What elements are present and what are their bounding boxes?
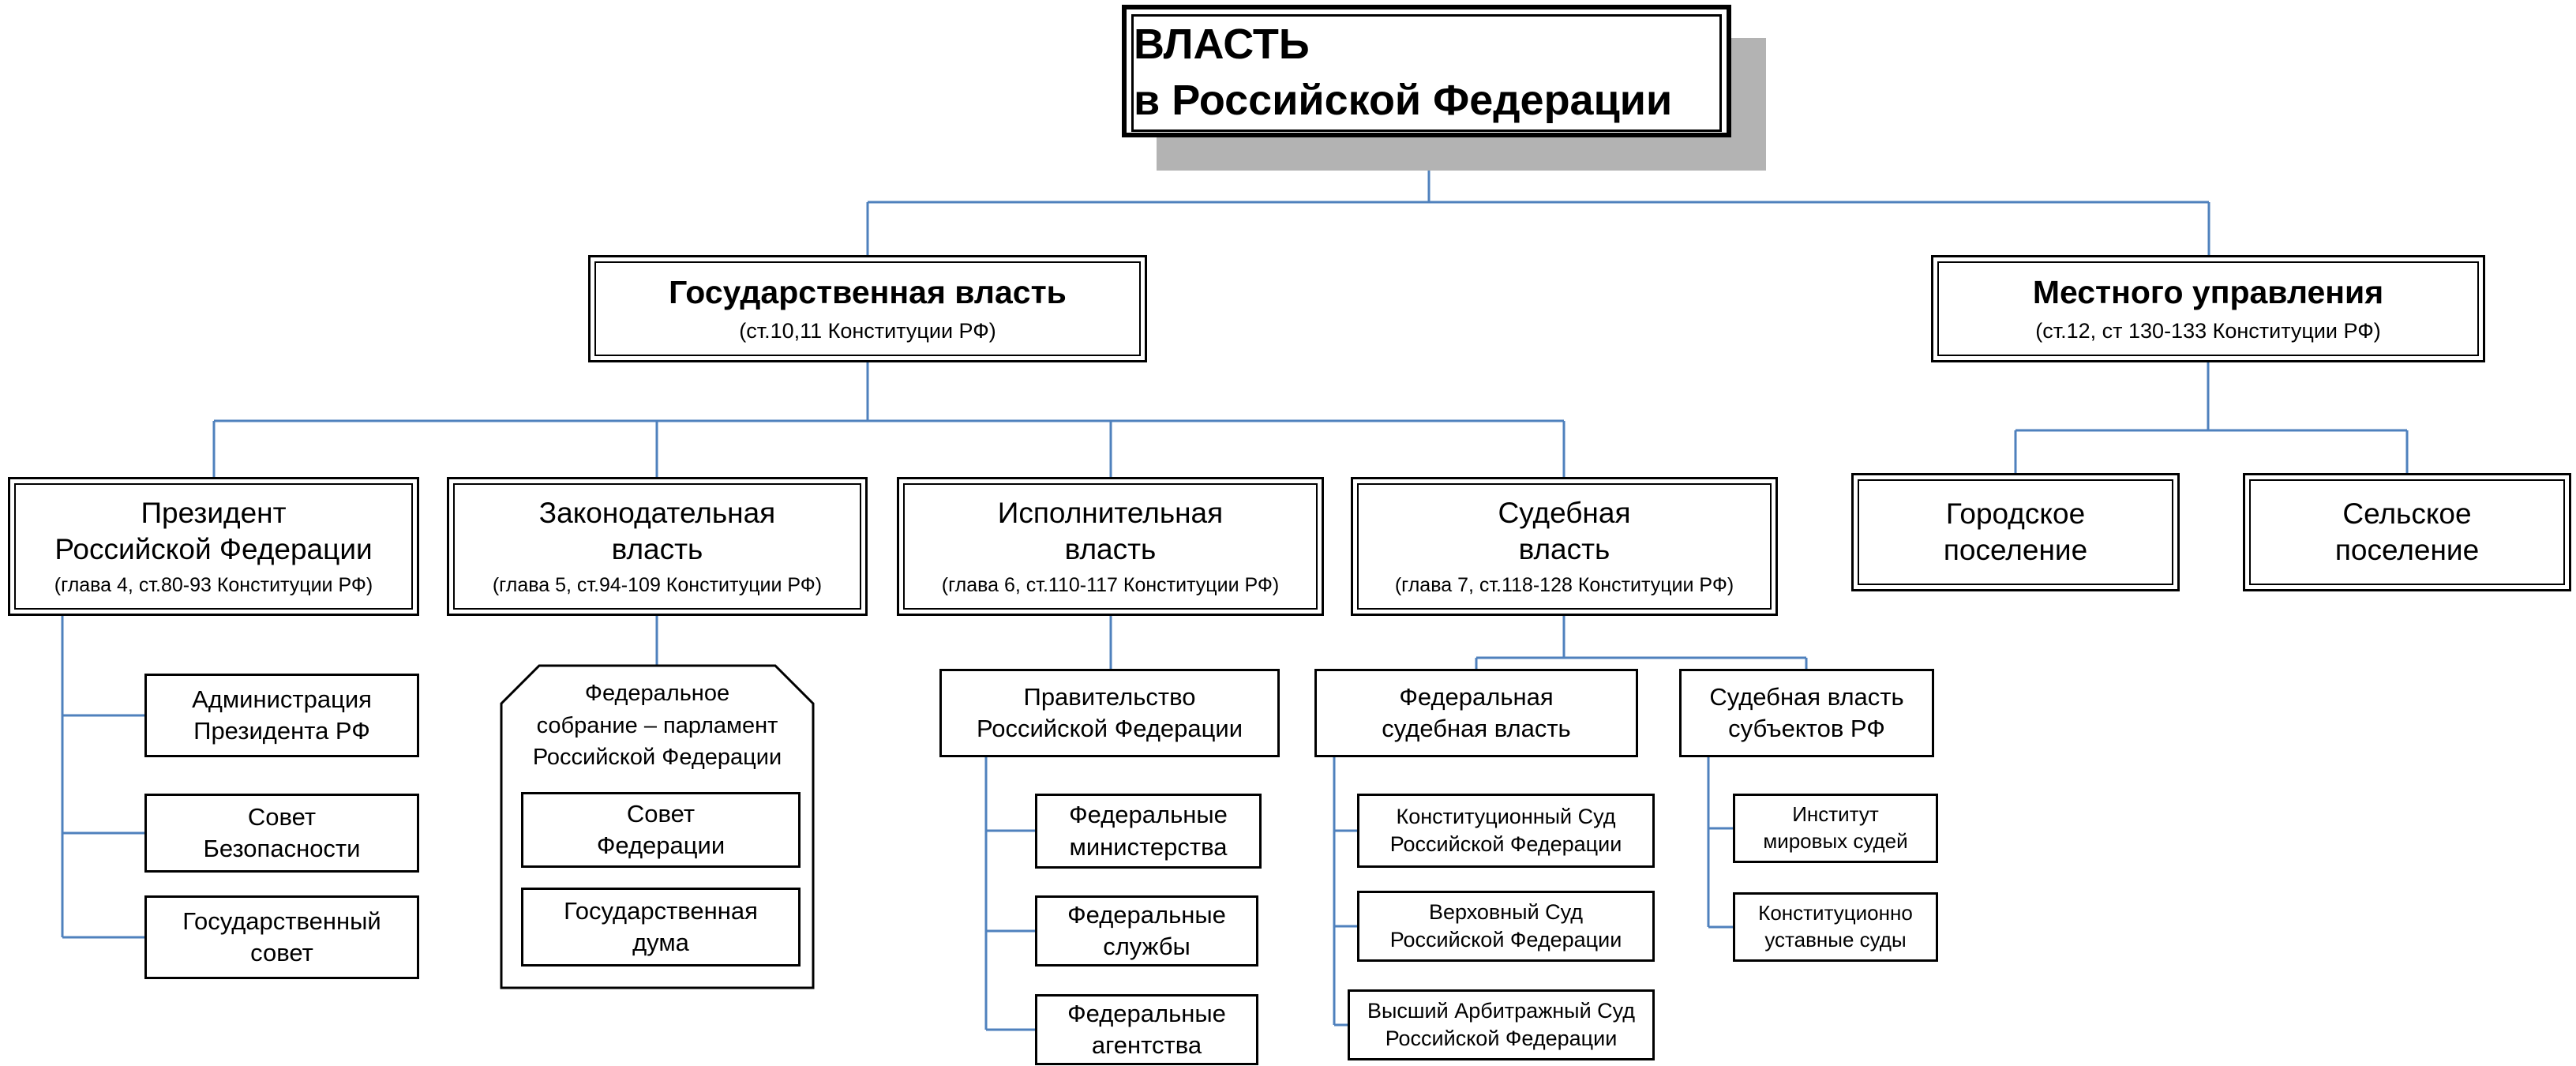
urban-settlement-box: Городское поселение <box>1851 473 2180 591</box>
rural-settlement-box: Сельское поселение <box>2243 473 2571 591</box>
executive-label: Исполнительная власть <box>997 497 1224 566</box>
urban-settlement-label: Городское поселение <box>1943 497 2088 566</box>
state-council-box: Государственный совет <box>144 895 419 979</box>
magistrate-judges-box: Институт мировых судей <box>1733 794 1938 863</box>
federal-agencies-box: Федеральные агентства <box>1035 994 1258 1065</box>
state-power-label: Государственная власть <box>669 274 1067 311</box>
constitutional-court-box: Конституционный Суд Российской Федерации <box>1357 794 1655 868</box>
presidential-administration-box: Администрация Президента РФ <box>144 674 419 757</box>
presidential-administration-label: Администрация Президента РФ <box>192 685 372 745</box>
constitutional-charter-courts-label: Конституционно уставные суды <box>1758 901 1913 952</box>
federation-council-box: Совет Федерации <box>521 792 801 868</box>
connector-judicial-children <box>1475 616 1808 669</box>
connector-title-branches <box>866 137 2210 255</box>
judicial-box: Судебная власть (глава 7, ст.118-128 Кон… <box>1351 477 1778 616</box>
federal-services-label: Федеральные службы <box>1067 900 1226 960</box>
title-box: ВЛАСТЬ в Российской Федерации <box>1122 5 1731 137</box>
constitutional-charter-courts-box: Конституционно уставные суды <box>1733 892 1938 962</box>
legislative-label: Законодательная власть <box>538 497 776 566</box>
title-label: ВЛАСТЬ в Российской Федерации <box>1134 21 1673 125</box>
government-box: Правительство Российской Федерации <box>939 669 1280 757</box>
state-duma-box: Государственная дума <box>521 888 801 967</box>
local-gov-ref: (ст.12, ст 130-133 Конституции РФ) <box>2035 318 2381 343</box>
president-box: Президент Российской Федерации (глава 4,… <box>8 477 419 616</box>
connector-state-power-branches <box>212 362 1565 477</box>
federal-judiciary-box: Федеральная судебная власть <box>1314 669 1638 757</box>
legislative-ref: (глава 5, ст.94-109 Конституции РФ) <box>492 573 823 596</box>
federal-services-box: Федеральные службы <box>1035 895 1258 967</box>
local-gov-label: Местного управления <box>2032 274 2384 311</box>
constitutional-court-label: Конституционный Суд Российской Федерации <box>1389 804 1622 856</box>
rural-settlement-label: Сельское поселение <box>2334 497 2480 566</box>
supreme-arbitration-court-box: Высший Арбитражный Суд Российской Федера… <box>1348 989 1655 1060</box>
state-power-ref: (ст.10,11 Конституции РФ) <box>739 318 996 343</box>
federal-assembly-label-block: Федеральное собрание – парламент Российс… <box>501 678 813 774</box>
federal-agencies-label: Федеральные агентства <box>1067 999 1226 1059</box>
legislative-box: Законодательная власть (глава 5, ст.94-1… <box>447 477 868 616</box>
federal-ministries-label: Федеральные министерства <box>1069 801 1228 861</box>
government-label: Правительство Российской Федерации <box>976 682 1243 742</box>
president-label: Президент Российской Федерации <box>54 497 373 566</box>
federal-assembly-label: Федеральное собрание – парламент Российс… <box>532 681 782 771</box>
connector-president-children <box>61 616 144 939</box>
security-council-box: Совет Безопасности <box>144 794 419 873</box>
connector-regional-judiciary-children <box>1707 757 1733 929</box>
connector-federal-judiciary-children <box>1333 757 1357 1027</box>
regional-judiciary-label: Судебная власть субъектов РФ <box>1709 682 1904 742</box>
judicial-label: Судебная власть <box>1498 497 1631 566</box>
supreme-court-label: Верховный Суд Российской Федерации <box>1389 899 1622 952</box>
executive-ref: (глава 6, ст.110-117 Конституции РФ) <box>941 573 1280 596</box>
federal-judiciary-label: Федеральная судебная власть <box>1382 682 1571 742</box>
president-ref: (глава 4, ст.80-93 Конституции РФ) <box>54 573 373 596</box>
connector-executive-children <box>984 616 1112 1031</box>
federation-council-label: Совет Федерации <box>596 799 726 859</box>
supreme-court-box: Верховный Суд Российской Федерации <box>1357 891 1655 962</box>
state-duma-label: Государственная дума <box>564 896 758 956</box>
magistrate-judges-label: Институт мировых судей <box>1763 802 1908 853</box>
federal-ministries-box: Федеральные министерства <box>1035 794 1262 869</box>
security-council-label: Совет Безопасности <box>203 802 361 862</box>
state-council-label: Государственный совет <box>182 906 381 967</box>
connector-local-gov-branches <box>2014 362 2409 473</box>
judicial-ref: (глава 7, ст.118-128 Конституции РФ) <box>1394 573 1734 596</box>
regional-judiciary-box: Судебная власть субъектов РФ <box>1679 669 1934 757</box>
executive-box: Исполнительная власть (глава 6, ст.110-1… <box>897 477 1324 616</box>
local-gov-box: Местного управления (ст.12, ст 130-133 К… <box>1931 255 2485 362</box>
supreme-arbitration-court-label: Высший Арбитражный Суд Российской Федера… <box>1367 998 1636 1050</box>
state-power-box: Государственная власть (ст.10,11 Констит… <box>588 255 1147 362</box>
